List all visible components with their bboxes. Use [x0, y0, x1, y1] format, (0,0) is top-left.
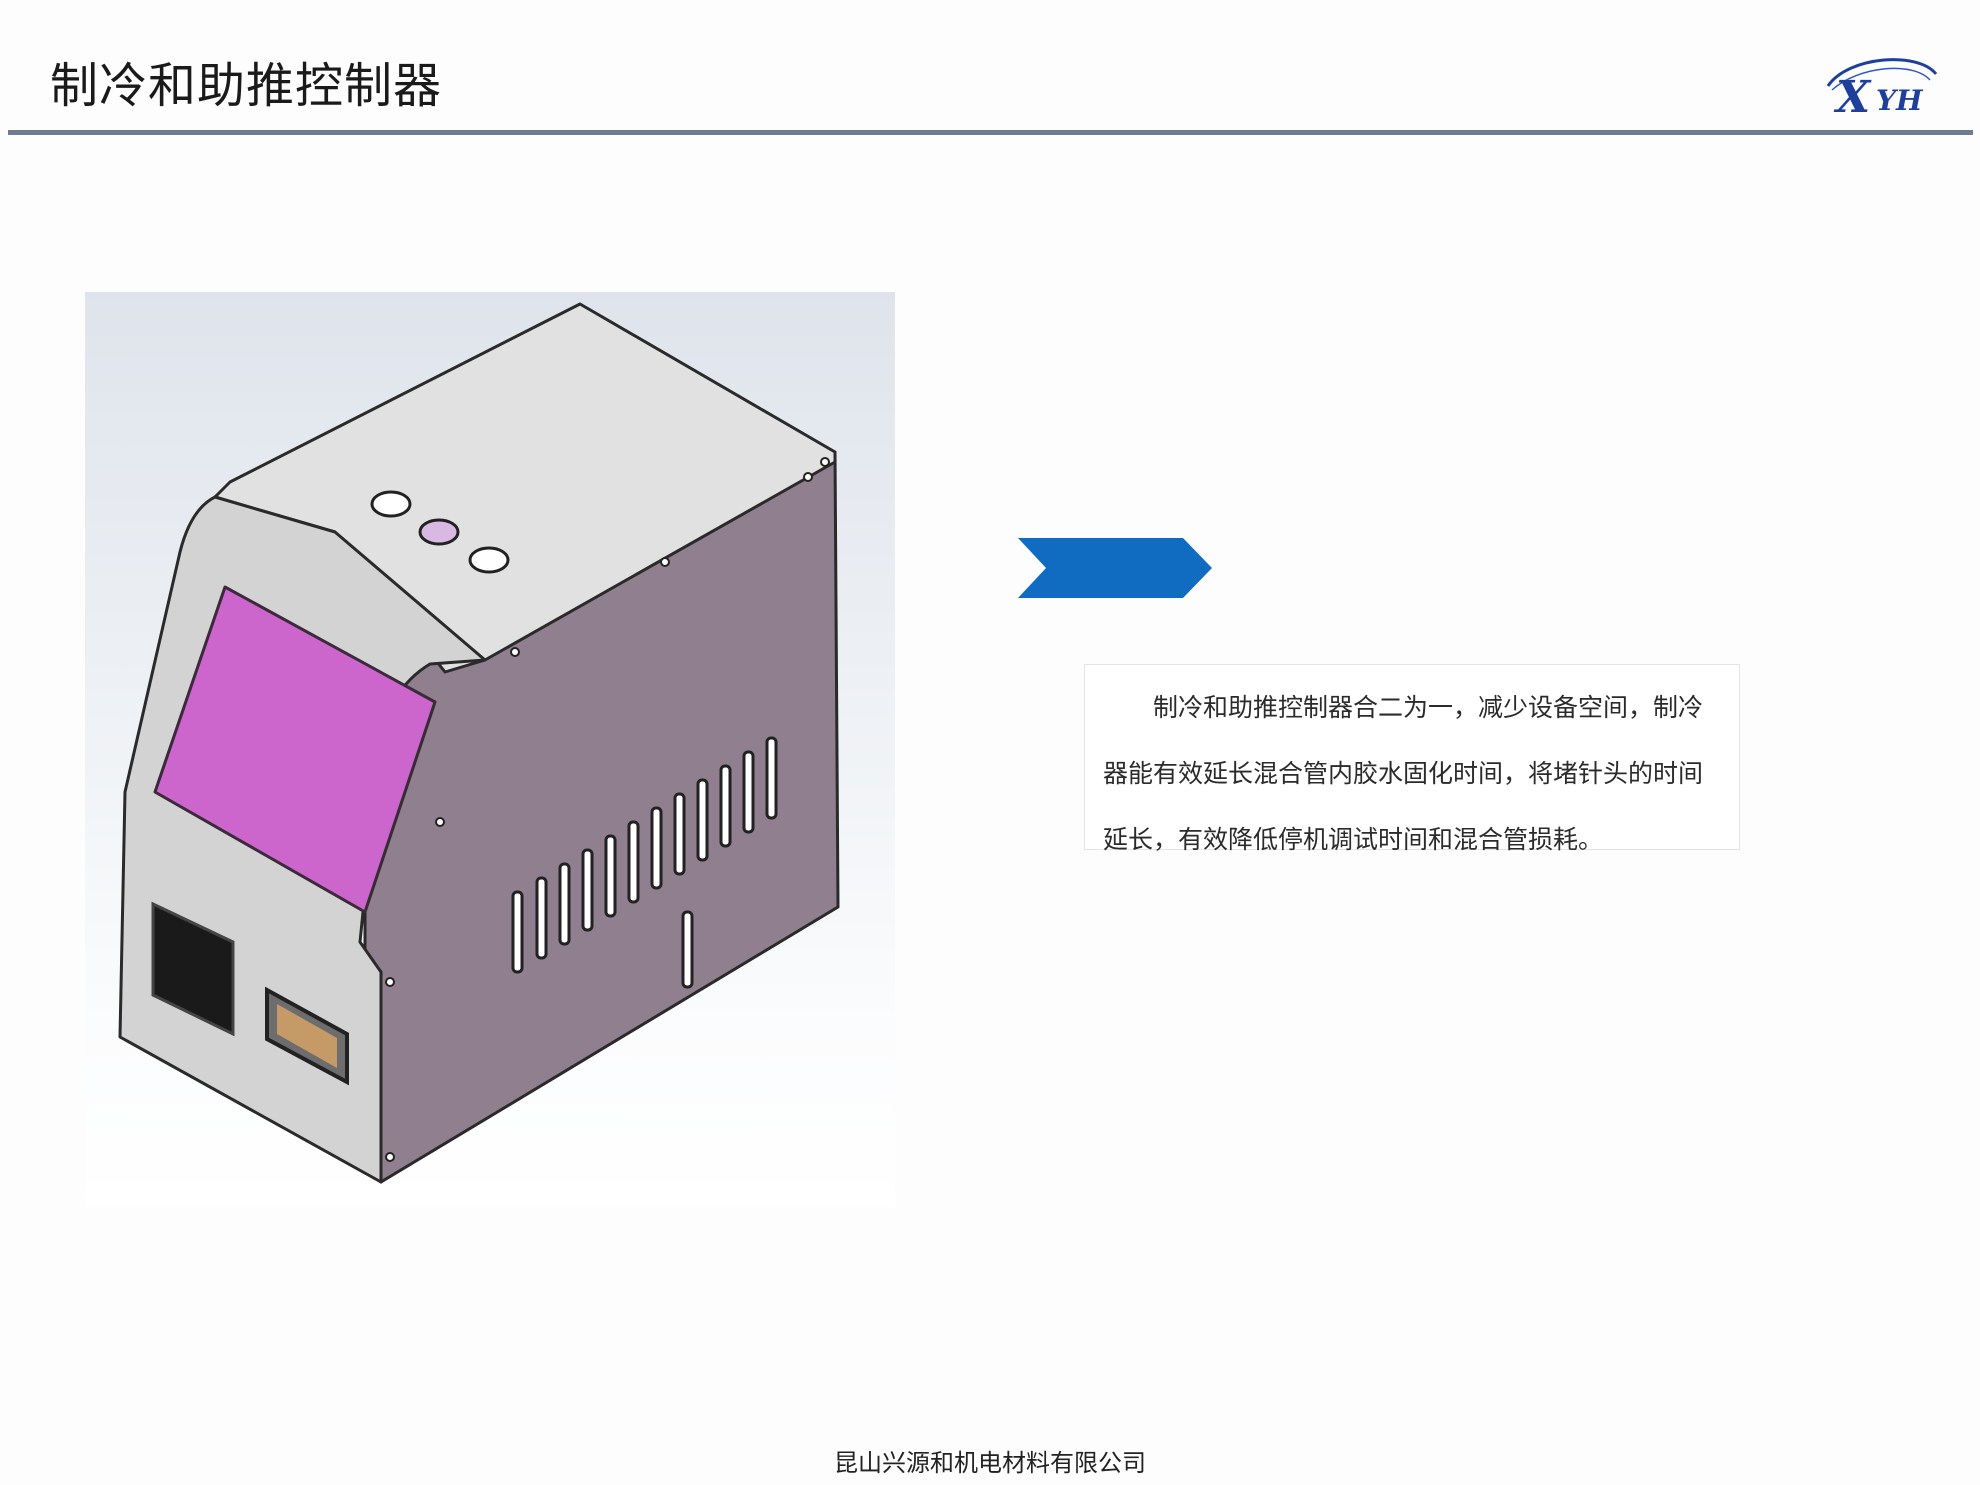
description-box: 制冷和助推控制器合二为一，减少设备空间，制冷 器能有效延长混合管内胶水固化时间，… [1084, 664, 1740, 854]
footer-company: 昆山兴源和机电材料有限公司 [834, 1449, 1146, 1477]
svg-text:YH: YH [1876, 84, 1924, 117]
svg-text:X: X [1833, 72, 1872, 123]
description-text: 制冷和助推控制器合二为一，减少设备空间，制冷 器能有效延长混合管内胶水固化时间，… [1103, 693, 1704, 854]
chevron-right-icon [1018, 538, 1212, 598]
device-illustration [85, 292, 895, 1207]
header-divider [8, 130, 1973, 135]
page-title: 制冷和助推控制器 [50, 58, 443, 114]
company-logo: X YH [1818, 46, 1948, 124]
